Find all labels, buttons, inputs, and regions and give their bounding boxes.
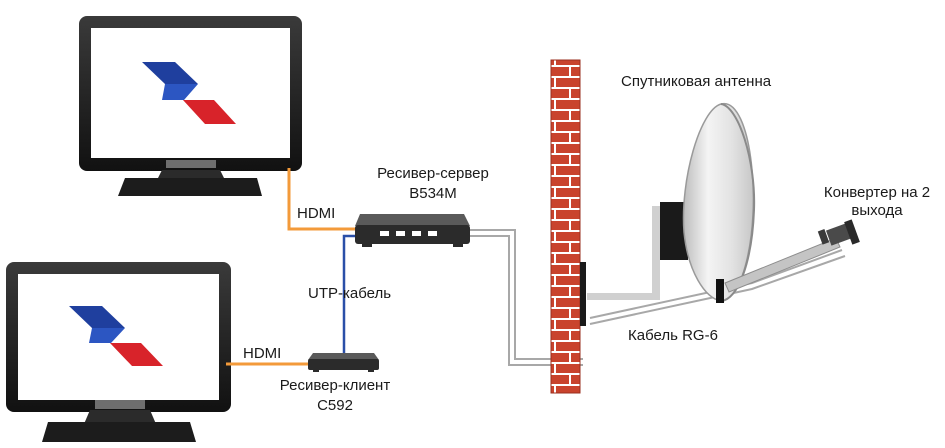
receiver-client-model: C592 [317,397,353,414]
converter-label-line1: Конвертер на 2 [823,184,931,201]
utp-cable-label: UTP-кабель [308,285,392,302]
dish-label: Спутниковая антенна [621,73,772,90]
receiver-client-name: Ресивер-клиент [279,377,391,394]
converter-label: Конвертер на 2 выхода [818,184,936,220]
tricolor-logo-icon [142,62,236,124]
cable-rg6-label: Кабель RG-6 [628,327,718,344]
tv-bottom [6,262,231,442]
receiver-server-label: Ресивер-сервер B534M [363,165,503,203]
receiver-server-name: Ресивер-сервер [377,165,489,182]
mount-arm [587,206,660,300]
hdmi-top-label: HDMI [297,205,336,222]
hdmi-bottom-label: HDMI [243,345,282,362]
brick-wall-icon [550,59,581,394]
receiver-client-label: Ресивер-клиент C592 [270,377,400,415]
wall-bracket [580,262,586,326]
receiver-client-icon [308,353,379,372]
converter-lnb-icon [724,219,860,293]
receiver-server-model: B534M [409,185,457,202]
tv-top [79,16,302,196]
converter-label-line2: выхода [851,202,903,219]
hdmi-cable-top [287,168,358,231]
receiver-server-icon [355,214,470,247]
utp-cable [342,234,358,360]
satellite-dish-icon [660,102,756,303]
tricolor-logo-icon [69,306,163,366]
